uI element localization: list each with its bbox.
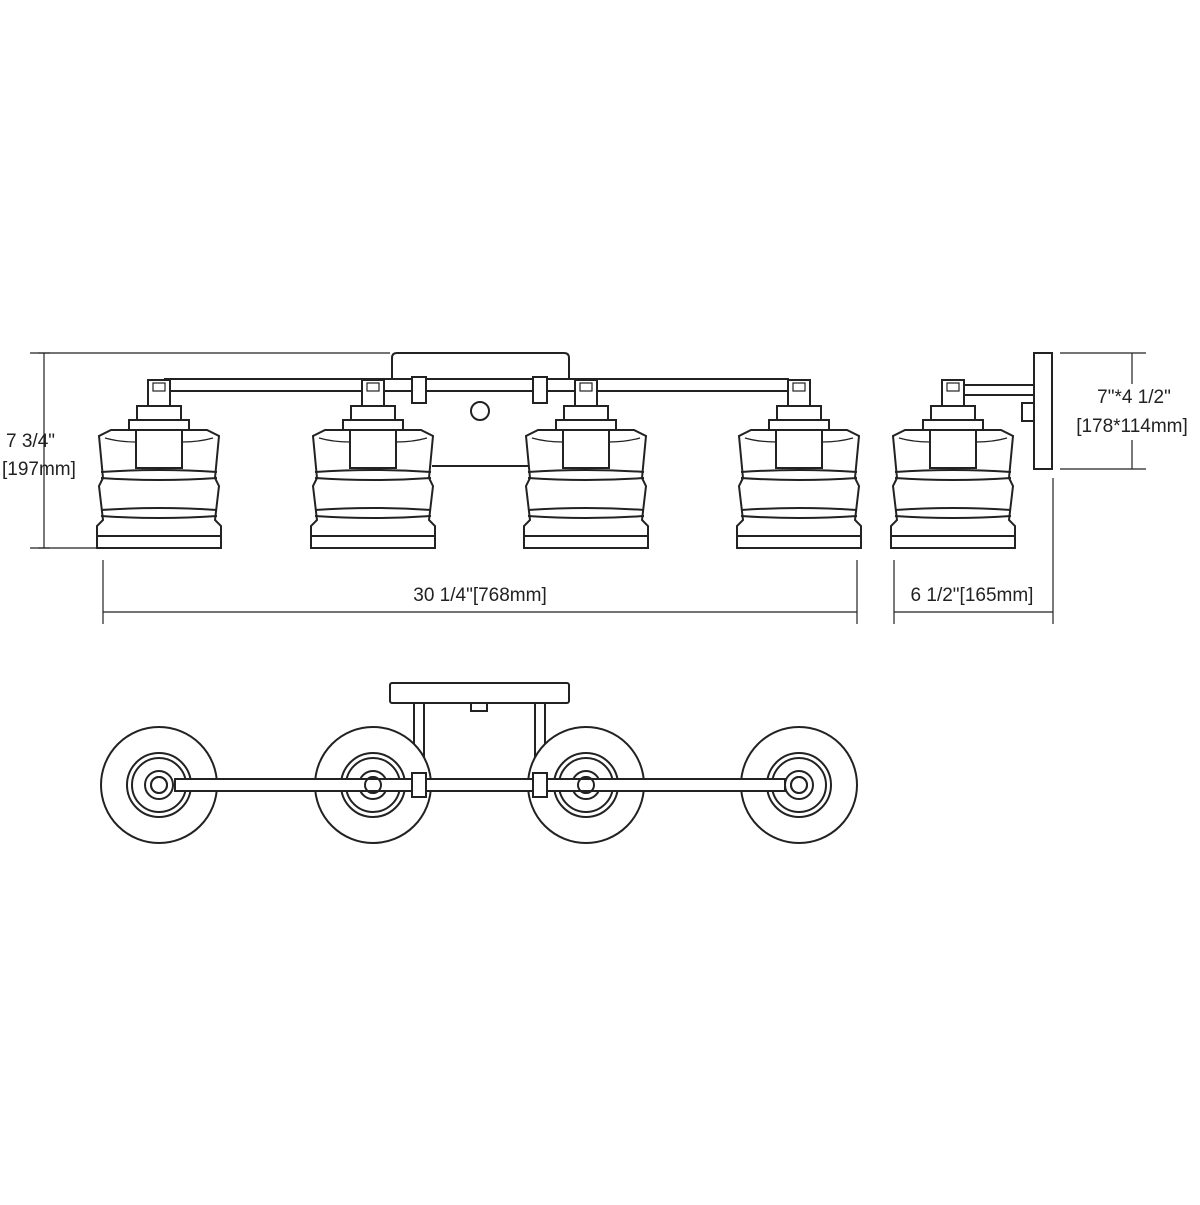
depth-label: 6 1/2"[165mm] (911, 585, 1034, 606)
front-shade-4 (736, 379, 862, 549)
top-arm (174, 778, 786, 792)
dimension-lines (30, 352, 1146, 624)
front-shade-3 (523, 379, 649, 549)
front-backplate (391, 352, 570, 467)
side-knob (1021, 402, 1035, 422)
side-view (890, 352, 1053, 549)
top-view (100, 682, 858, 844)
top-backplate (389, 682, 570, 704)
side-arm (959, 384, 1035, 396)
height-inch-label: 7 3/4" (6, 431, 55, 452)
width-label: 30 1/4"[768mm] (413, 585, 546, 606)
front-shade-1 (96, 379, 222, 549)
front-view (96, 352, 862, 549)
backplate-mm-label: [178*114mm] (1076, 416, 1188, 437)
height-mm-label: [197mm] (2, 459, 76, 480)
front-shade-2 (310, 379, 436, 549)
side-shade (890, 379, 1016, 549)
backplate-inch-label: 7"*4 1/2" (1097, 387, 1171, 408)
side-backplate (1033, 352, 1053, 470)
front-arm (164, 376, 789, 404)
